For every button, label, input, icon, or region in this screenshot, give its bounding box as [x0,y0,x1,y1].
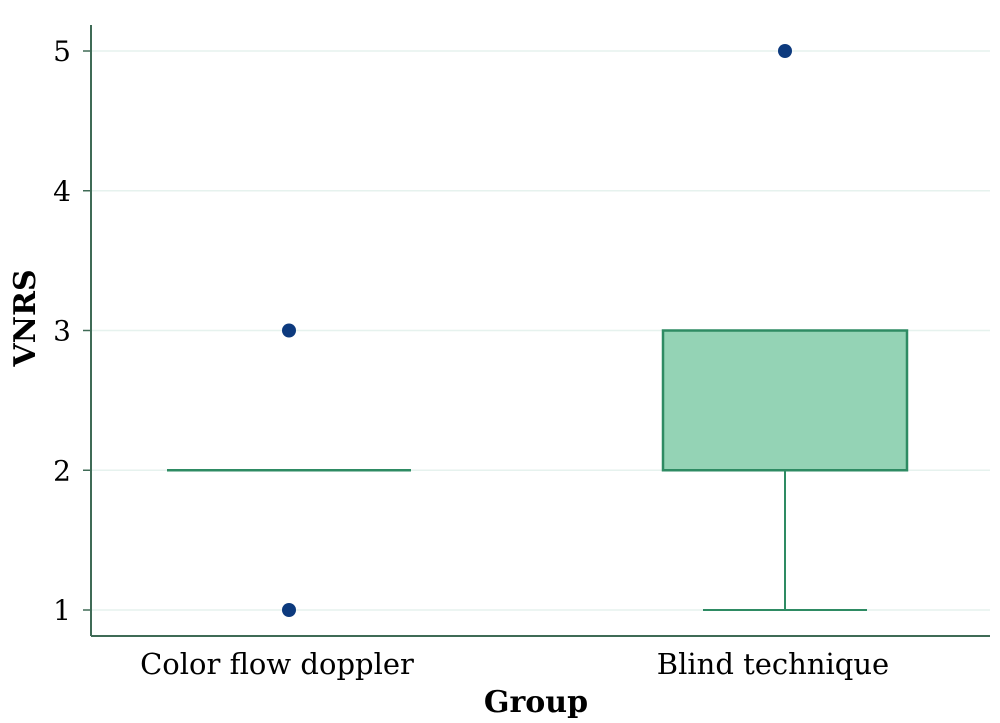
boxes [167,329,909,611]
y-tick-label: 4 [53,175,71,208]
y-axis-title: VNRS [8,269,43,367]
x-axis-title: Group [484,685,588,720]
y-tick-label: 5 [53,35,71,68]
y-tick-label: 1 [53,594,71,627]
box-2 [661,329,909,611]
outlier-point [778,44,792,58]
outlier-point [282,603,296,617]
outlier-point [282,323,296,338]
x-category-label: Blind technique [657,647,889,681]
y-tick-label: 2 [53,454,71,487]
box-body [661,329,909,472]
y-tick-label: 3 [53,315,71,348]
outliers [282,44,792,617]
x-category-label: Color flow doppler [140,647,414,681]
x-category-labels: Color flow doppler Blind technique [140,647,889,681]
y-tick-labels: 1 2 3 4 5 [53,35,91,627]
